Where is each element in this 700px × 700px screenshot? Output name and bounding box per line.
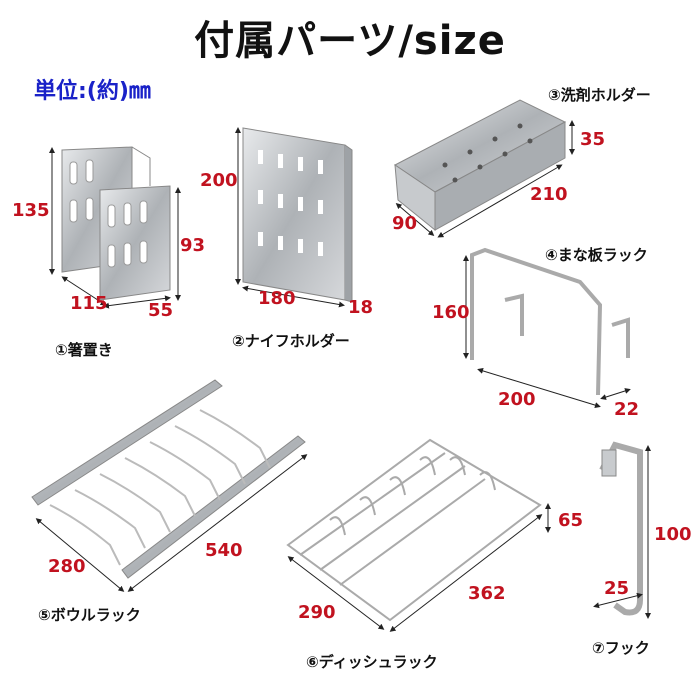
page-title: 付属パーツ/size [194,18,506,64]
item-label-dish-rack: ⑥ディッシュラック [306,653,438,671]
dim-height: 100 [654,524,692,545]
dim-height: 135 [12,200,50,221]
dim-depth: 18 [348,297,374,318]
item-label-cutting-board-rack: ④まな板ラック [545,246,648,264]
dim-width: 362 [468,583,506,604]
dim-height: 160 [432,302,470,323]
bowl-rack-image [31,379,308,592]
dim-depth: 55 [148,300,174,321]
chopstick-holder-image [49,146,181,309]
dim-height: 65 [558,510,584,531]
item-label-detergent-holder: ③洗剤ホルダー [548,86,651,104]
item-label-knife-holder: ②ナイフホルダー [232,332,350,350]
item-label-hook: ⑦フック [592,639,650,657]
dim-width: 115 [70,293,108,314]
dim-width: 180 [258,288,296,309]
dim-depth: 90 [392,213,418,234]
dim-width: 210 [530,184,568,205]
detergent-holder-image [394,99,575,238]
item-label-bowl-rack: ⑤ボウルラック [38,606,141,624]
dim-width: 25 [604,578,630,599]
cutting-board-rack-image [463,247,631,408]
dim-height: 35 [580,129,606,150]
dish-rack-image [286,438,551,632]
dim-width: 200 [498,389,536,410]
dim-depth: 280 [48,556,86,577]
dim-height: 200 [200,170,238,191]
dim-depth: 290 [298,602,336,623]
dim-height-small: 93 [180,235,206,256]
unit-label: 単位:(約)㎜ [34,79,151,104]
dim-depth: 22 [614,399,640,420]
item-label-chopstick-holder: ①箸置き [55,341,113,359]
knife-holder-image [235,127,353,308]
dim-width: 540 [205,540,243,561]
hook-image [593,441,651,619]
